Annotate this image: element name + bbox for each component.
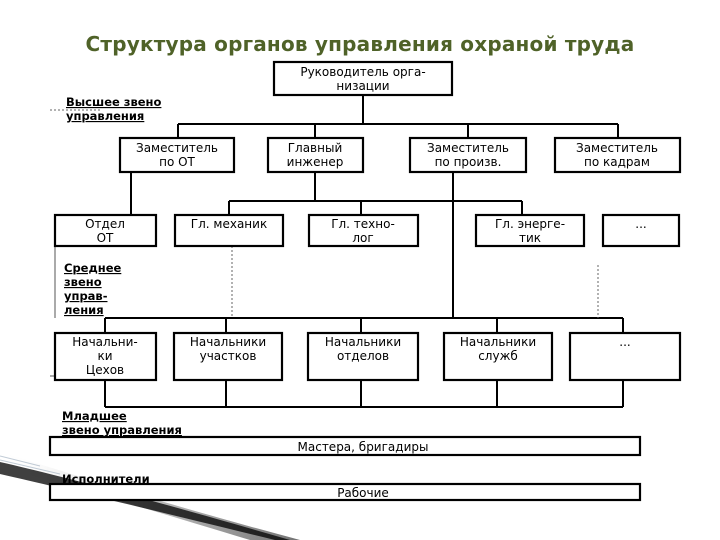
- box-masters: Мастера, бригадиры: [48, 435, 642, 457]
- box-service-heads: Начальники служб: [442, 331, 554, 382]
- box-chief-technologist: Гл. техно- лог: [307, 213, 420, 248]
- org-boxes: Руководитель орга- низации Заместитель п…: [48, 60, 682, 502]
- level-middle-line1: Среднее: [64, 261, 122, 275]
- box-head-line1: Руководитель орга-: [300, 65, 425, 79]
- box-workers-text: Рабочие: [337, 486, 389, 500]
- box-more-2: ...: [568, 331, 682, 382]
- box-dept-ot-line2: ОТ: [97, 231, 114, 245]
- level-executors: Исполнители: [62, 472, 150, 486]
- box-more-1-text: ...: [635, 217, 646, 231]
- box-chief-engineer: Главный инженер: [266, 136, 365, 174]
- box-dept-ot-line1: Отдел: [85, 217, 125, 231]
- box-workers: Рабочие: [48, 482, 642, 502]
- box-chief-mechanic: Гл. механик: [173, 213, 285, 248]
- box-dep-hr-line2: по кадрам: [584, 155, 650, 169]
- box-dep-ot-line2: по ОТ: [159, 155, 195, 169]
- level-middle-line2: звено: [64, 275, 102, 289]
- box-dep-ot: Заместитель по ОТ: [118, 136, 236, 174]
- box-chief-power-line1: Гл. энерге-: [495, 217, 565, 231]
- level-middle-line3: управ-: [64, 289, 108, 303]
- box-dep-hr-line1: Заместитель: [576, 141, 658, 155]
- level-top-line2: управления: [66, 109, 144, 123]
- box-service-heads-line1: Начальники: [460, 335, 536, 349]
- level-junior-line2: звено управления: [62, 423, 182, 437]
- level-middle-line4: ления: [64, 303, 104, 317]
- box-shop-heads-line2: ки: [97, 349, 112, 363]
- box-dep-production-line2: по произв.: [435, 155, 502, 169]
- box-chief-power: Гл. энерге- тик: [474, 213, 586, 248]
- box-dep-production-line1: Заместитель: [427, 141, 509, 155]
- box-dept-heads-line2: отделов: [337, 349, 389, 363]
- box-head: Руководитель орга- низации: [272, 60, 454, 97]
- connector-lines: [50, 95, 624, 408]
- box-chief-technologist-line1: Гл. техно-: [331, 217, 395, 231]
- box-dept-heads: Начальники отделов: [306, 331, 420, 382]
- level-labels: Высшее звено управления Среднее звено уп…: [62, 95, 182, 486]
- box-chief-power-line2: тик: [519, 231, 541, 245]
- box-dep-hr: Заместитель по кадрам: [553, 136, 682, 174]
- page-title: Структура органов управления охраной тру…: [85, 32, 635, 56]
- box-chief-technologist-line2: лог: [352, 231, 373, 245]
- box-dep-production: Заместитель по произв.: [408, 136, 528, 174]
- box-chief-engineer-line2: инженер: [287, 155, 344, 169]
- box-dept-ot: Отдел ОТ: [53, 213, 158, 248]
- box-more-1: ...: [601, 213, 681, 248]
- level-top-line1: Высшее звено: [66, 95, 162, 109]
- box-service-heads-line2: служб: [478, 349, 518, 363]
- box-section-heads: Начальники участков: [172, 331, 284, 382]
- box-chief-engineer-line1: Главный: [288, 141, 343, 155]
- box-dept-heads-line1: Начальники: [325, 335, 401, 349]
- box-shop-heads-line3: Цехов: [86, 363, 124, 377]
- box-head-line2: низации: [336, 79, 389, 93]
- box-section-heads-line2: участков: [200, 349, 257, 363]
- box-chief-mechanic-line1: Гл. механик: [191, 217, 267, 231]
- box-section-heads-line1: Начальники: [190, 335, 266, 349]
- box-masters-text: Мастера, бригадиры: [298, 440, 429, 454]
- box-more-2-text: ...: [619, 335, 630, 349]
- box-shop-heads: Начальни- ки Цехов: [53, 331, 158, 382]
- box-shop-heads-line1: Начальни-: [72, 335, 138, 349]
- level-junior-line1: Младшее: [62, 409, 127, 423]
- box-dep-ot-line1: Заместитель: [136, 141, 218, 155]
